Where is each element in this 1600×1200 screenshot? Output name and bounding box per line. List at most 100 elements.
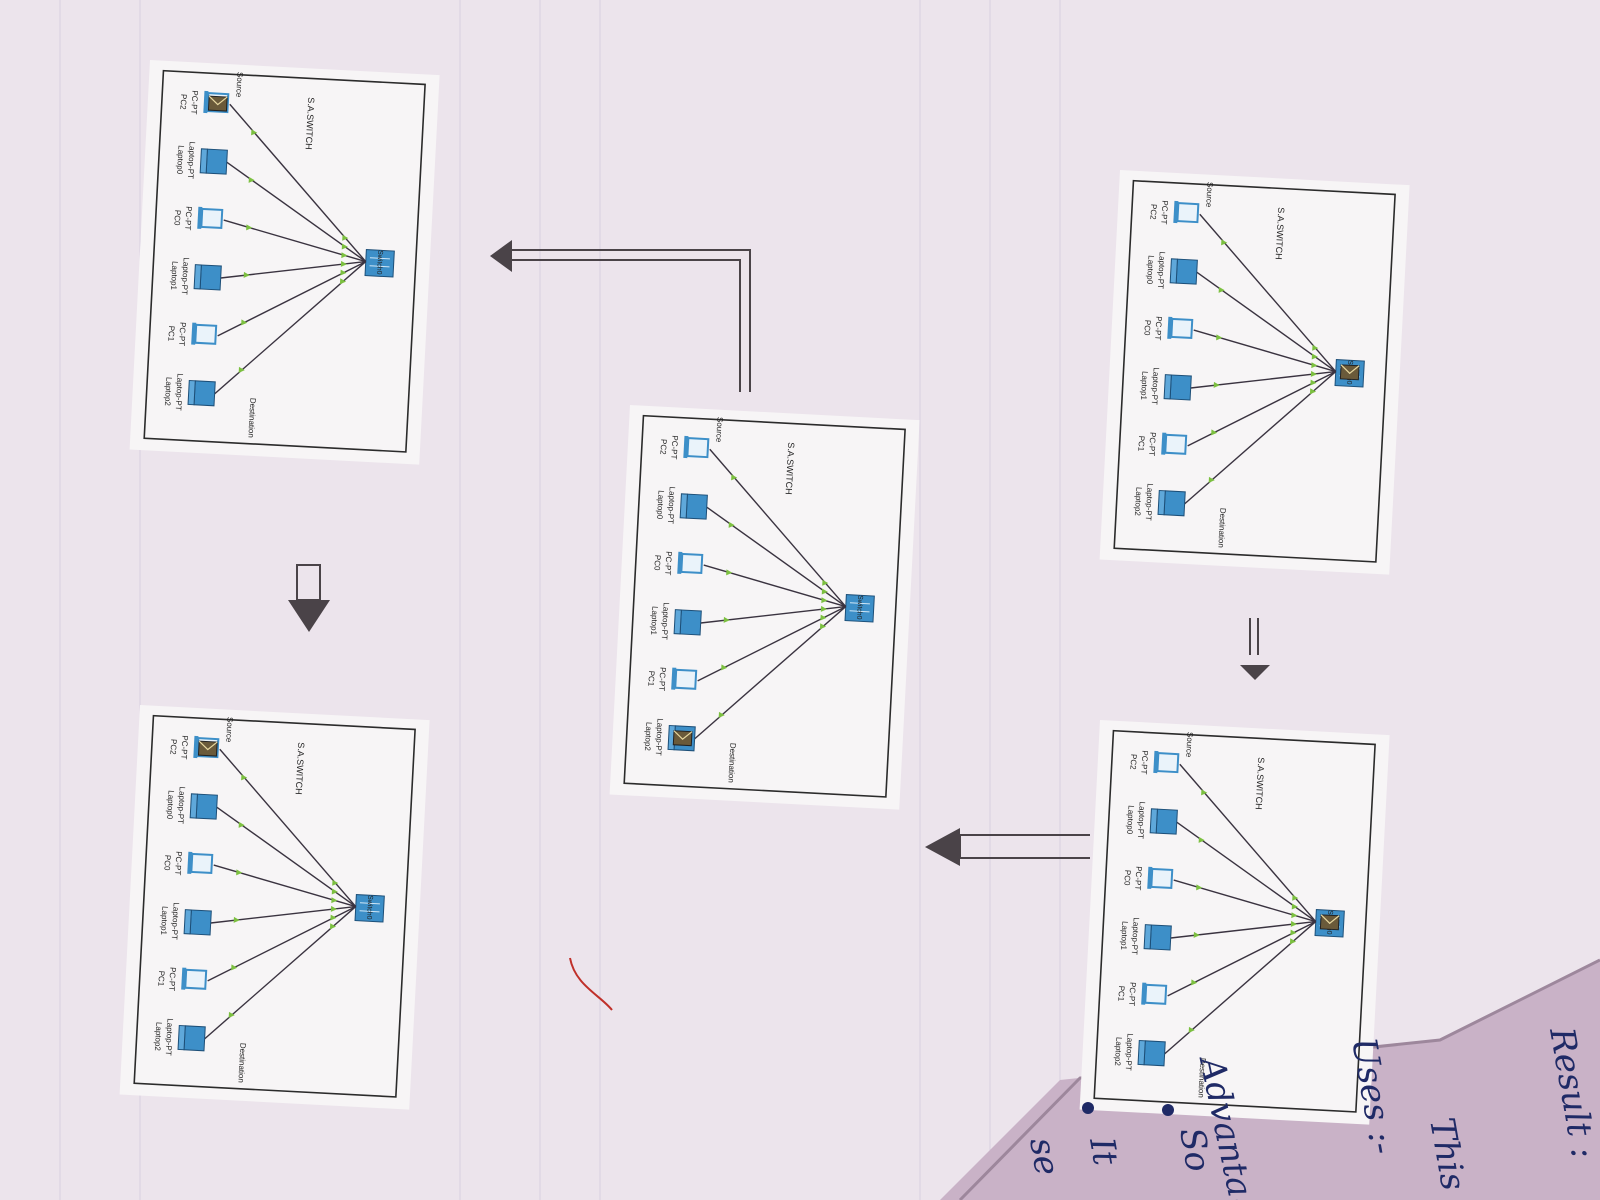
device-type-label: Laptop-PT [1144,483,1155,521]
red-tick [569,957,613,1011]
device-type-label: PC-PT [1133,866,1143,891]
pc-icon [1173,200,1200,224]
device-type-label: PC-PT [1127,982,1137,1007]
device-name-label: Laptop2 [643,722,654,752]
laptop-icon [199,148,228,175]
link-light [1213,381,1220,388]
arrow-heads [288,240,1270,866]
device-type-label: PC-PT [663,551,673,576]
network-panel-2: S.A.SWITCHSwitch0PC-PTPC2Laptop-PTLaptop… [1079,720,1390,1125]
device-name-label: Laptop2 [1133,487,1144,517]
link-light [1291,903,1298,910]
laptop-icon [1149,808,1178,835]
destination-caption: Destination [1196,1058,1207,1098]
device-name-label: PC0 [652,555,662,572]
device-type-label: Laptop-PT [660,602,671,640]
source-caption: Source [1184,732,1194,758]
bullet-text-4: se [1021,1135,1067,1179]
device-type-label: PC-PT [179,735,189,760]
device-name-label: Laptop1 [1139,371,1150,401]
link-light [341,252,348,259]
device-type-label: Laptop-PT [170,902,181,940]
device-type-label: Laptop-PT [1150,367,1161,405]
device-name-label: PC2 [658,439,668,456]
link-light [331,888,338,895]
switch-label: Switch0 [365,895,373,920]
link-light [329,923,337,930]
link-light [822,579,829,586]
link-light [332,879,339,886]
link-light [238,821,245,828]
diagram-frame [1093,729,1376,1113]
destination-caption: Destination [236,1043,247,1083]
pc-icon [197,206,224,230]
diagram-title: S.A.SWITCH [1274,207,1287,260]
laptop-icon [1137,1039,1166,1067]
pc-icon [1147,866,1174,890]
laptop-icon [189,793,218,820]
pc-icon [1167,316,1194,340]
device-name-label: PC0 [172,210,182,227]
packet-envelope-icon [1339,364,1360,381]
ruled-lines [59,0,1061,1200]
device-name-label: Laptop0 [165,790,176,820]
device-type-label: Laptop-PT [1136,801,1147,839]
device-name-label: Laptop0 [1145,255,1156,285]
destination-caption: Destination [726,743,737,783]
device-type-label: Laptop-PT [174,373,185,411]
link-light [228,1011,235,1018]
device-type-label: Laptop-PT [654,718,665,756]
device-type-label: Laptop-PT [164,1018,175,1056]
link-light [1188,1026,1195,1033]
link-light [1201,789,1208,796]
device-type-label: PC-PT [177,322,187,347]
device-name-label: PC1 [646,670,656,687]
packet-envelope-icon [1319,914,1340,931]
pc-icon [1141,982,1168,1005]
link-light [1211,429,1218,436]
link-light [331,897,338,904]
link-light [241,774,248,781]
network-panel-5: S.A.SWITCHSwitch0PC-PTPC2Laptop-PTLaptop… [119,705,430,1110]
link-light [721,664,728,671]
network-panel-4: S.A.SWITCHSwitch0PC-PTPC2Laptop-PTLaptop… [129,60,440,465]
device-type-label: PC-PT [183,206,193,231]
source-caption: Source [714,417,724,443]
diagram-frame [623,414,906,798]
link-light [1290,920,1297,927]
destination-caption: Destination [246,398,257,438]
laptop-icon [183,909,212,936]
source-caption: Source [1204,182,1214,208]
link-light [820,614,827,621]
link-light [820,605,827,612]
device-name-label: Laptop1 [649,606,660,636]
device-type-label: PC-PT [657,667,667,692]
link-light [233,916,240,923]
link-light [238,366,245,373]
link-light [728,521,735,528]
switch-icon [844,594,875,623]
link-light [251,129,258,136]
link-light [248,176,255,183]
link-light [236,869,243,876]
device-name-label: PC0 [1142,320,1152,337]
source-caption: Source [224,717,234,743]
device-type-label: Laptop-PT [1156,251,1167,289]
link-light [726,569,733,576]
link-light [1218,286,1225,293]
device-type-label: PC-PT [1159,200,1169,225]
device-type-label: PC-PT [1147,432,1157,457]
link-light [1309,388,1317,395]
laptop-icon [1157,489,1186,517]
device-name-label: PC0 [1122,870,1132,887]
diagram-frame [143,69,426,453]
pc-icon [181,967,208,990]
link-light [330,914,337,921]
device-name-label: Laptop0 [655,490,666,520]
link-light [1312,344,1319,351]
bullet-text-2: So [1171,1125,1218,1175]
link-light [1311,353,1318,360]
device-name-label: Laptop1 [1119,921,1130,951]
device-name-label: PC2 [178,94,188,111]
